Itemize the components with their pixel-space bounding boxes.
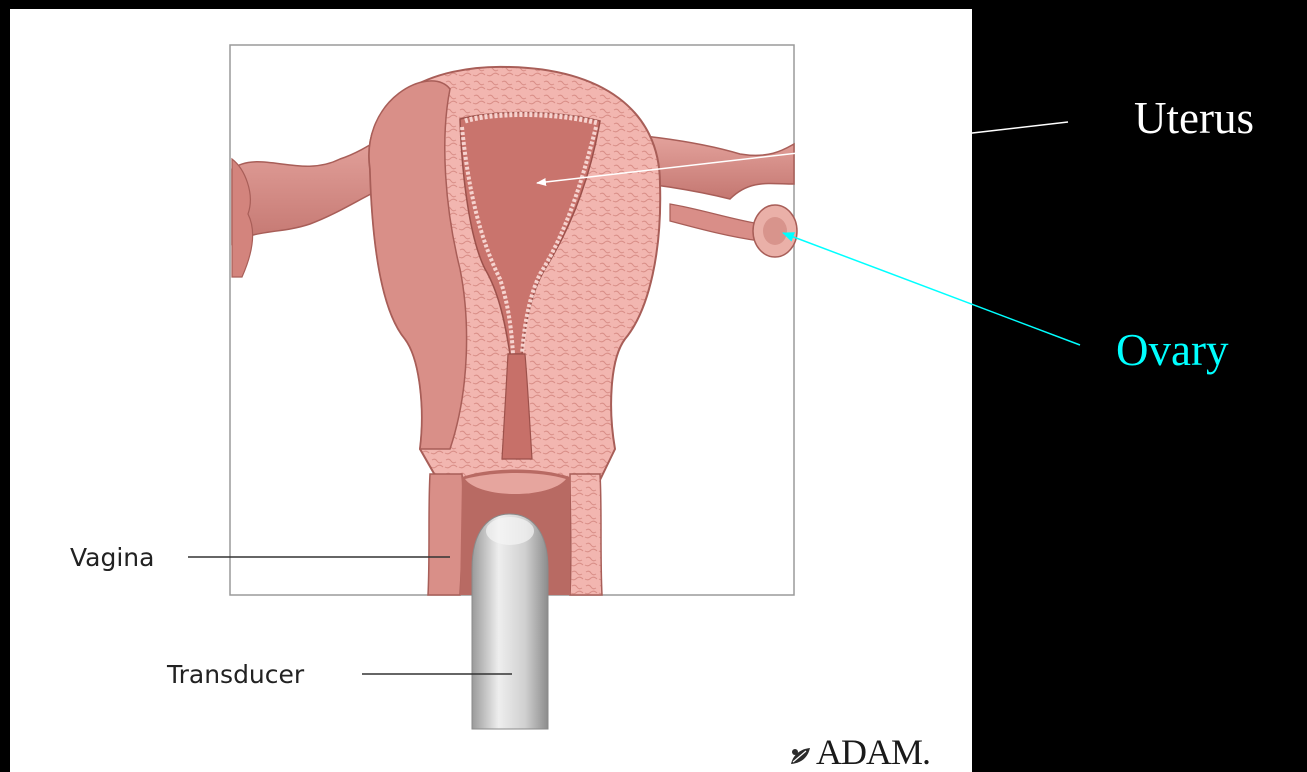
vagina-right-wall bbox=[570, 474, 602, 595]
vagina-label: Vagina bbox=[70, 545, 154, 570]
ovary-label: Ovary bbox=[1116, 328, 1228, 373]
adam-logo: ADAM. bbox=[788, 734, 930, 770]
logo-text: ADAM. bbox=[816, 732, 930, 772]
uterus-label: Uterus bbox=[1134, 96, 1254, 141]
illustration-panel: Vagina Transducer ADAM. bbox=[10, 9, 972, 772]
transducer-probe bbox=[472, 514, 548, 729]
leaf-icon bbox=[788, 745, 814, 767]
anatomy-illustration bbox=[10, 9, 972, 772]
vagina-left-wall bbox=[428, 474, 463, 595]
transducer-label: Transducer bbox=[167, 662, 304, 687]
